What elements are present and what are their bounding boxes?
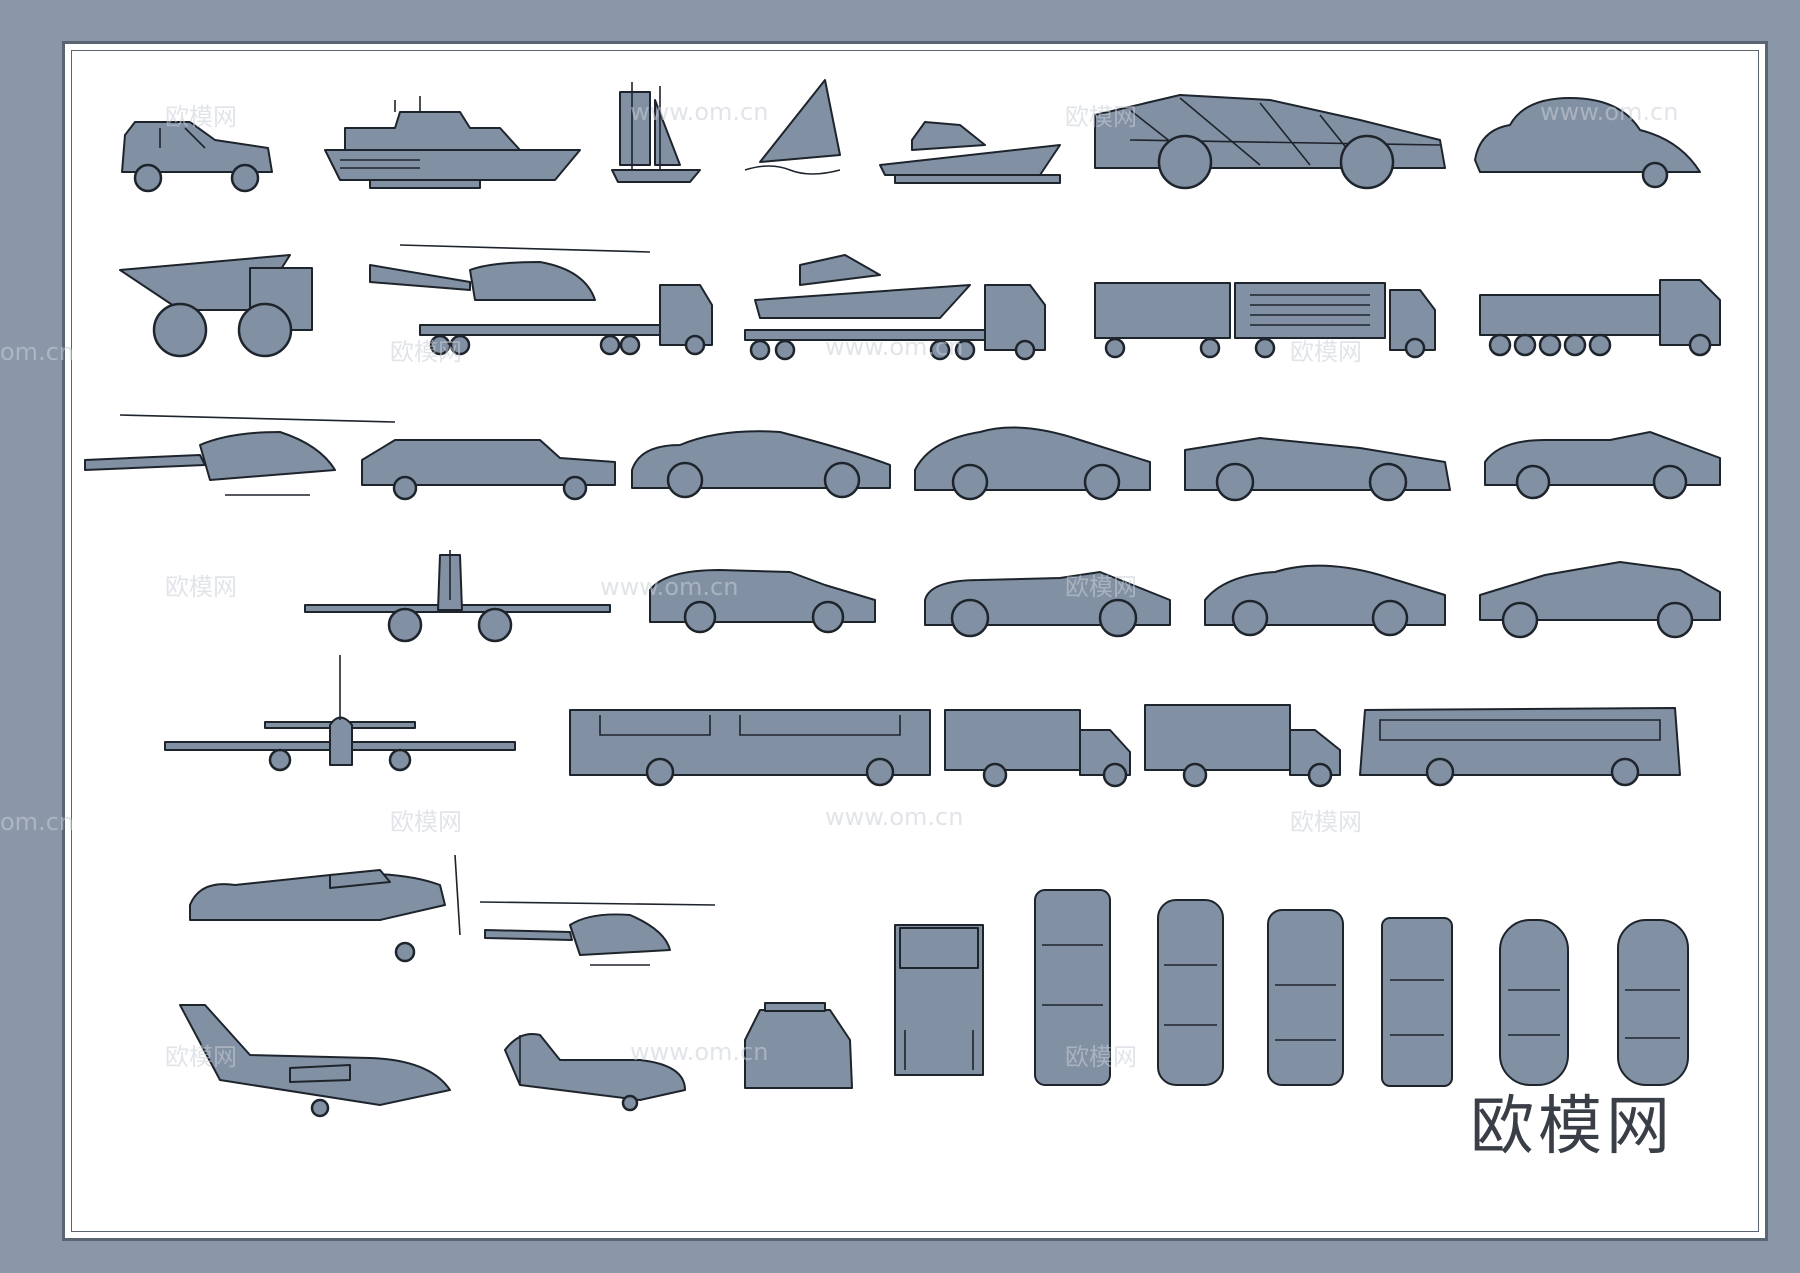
porsche-turbo <box>1204 564 1446 637</box>
motor-yacht <box>879 121 1061 184</box>
watermark-url: www.om.cn <box>825 803 963 831</box>
limousine-side <box>361 439 616 501</box>
helicopter-side <box>84 414 396 496</box>
sedan-side <box>1479 561 1721 639</box>
flatbed-helicopter-truck <box>369 244 713 356</box>
helicopter-small <box>479 901 716 966</box>
convertible-side-1 <box>1484 431 1721 500</box>
ferrari-targa <box>1184 437 1451 502</box>
watermark-brand: 欧模网 <box>390 808 462 836</box>
double-trailer-truck <box>1094 282 1436 359</box>
suv-side <box>121 121 273 193</box>
watermark-brand: 欧模网 <box>1290 338 1362 366</box>
airliner-front <box>164 655 516 772</box>
sedan-top-1 <box>1034 889 1111 1086</box>
yacht-side <box>324 96 581 189</box>
twin-prop-plane-front <box>304 550 611 643</box>
beetle-top <box>1499 919 1569 1086</box>
watermark-url: www.om.cn <box>600 573 738 601</box>
seaplane <box>504 1033 686 1112</box>
sedan-top-2 <box>1157 899 1224 1086</box>
sports-car-wireframe <box>1094 94 1446 190</box>
watermark-brand: 欧模网 <box>165 573 237 601</box>
brand-logo-text: 欧模网 <box>1470 1090 1674 1164</box>
watermark-short-url: om.cn <box>0 338 74 366</box>
convertible-top <box>1381 917 1453 1087</box>
shelby-cobra <box>924 571 1171 638</box>
piper-cub-plane <box>189 854 461 963</box>
watermark-brand: 欧模网 <box>1290 808 1362 836</box>
watermark-brand: 欧模网 <box>165 103 237 131</box>
sports-car-nsx <box>631 430 891 499</box>
sailboat <box>744 79 841 175</box>
porsche-top <box>1617 919 1689 1086</box>
watermark-url: www.om.cn <box>630 98 768 126</box>
flatbed-boat-truck <box>744 254 1046 361</box>
watermark-short-url: om.cn <box>0 808 74 836</box>
watermark-url: www.om.cn <box>825 333 963 361</box>
articulated-bus <box>569 709 931 787</box>
dump-truck <box>119 254 313 358</box>
box-truck-2 <box>1144 704 1341 788</box>
sailing-ship <box>611 82 701 183</box>
porsche-911-side <box>914 426 1151 501</box>
vintage-car <box>1474 97 1701 189</box>
city-bus <box>1359 707 1681 787</box>
watermark-brand: 欧模网 <box>390 338 462 366</box>
police-car-rear <box>744 1002 853 1089</box>
watermark-url: www.om.cn <box>630 1038 768 1066</box>
van-top <box>894 924 984 1076</box>
watermark-brand: 欧模网 <box>1065 573 1137 601</box>
watermark-brand: 欧模网 <box>1065 103 1137 131</box>
hercules-plane <box>179 1004 451 1118</box>
dump-truck-multi-axle <box>1479 279 1721 357</box>
coupe-top <box>1267 909 1344 1086</box>
watermark-url: www.om.cn <box>1540 98 1678 126</box>
box-truck-1 <box>944 709 1131 788</box>
watermark-brand: 欧模网 <box>1065 1043 1137 1071</box>
watermark-brand: 欧模网 <box>165 1043 237 1071</box>
convertible-side-2 <box>649 569 876 634</box>
